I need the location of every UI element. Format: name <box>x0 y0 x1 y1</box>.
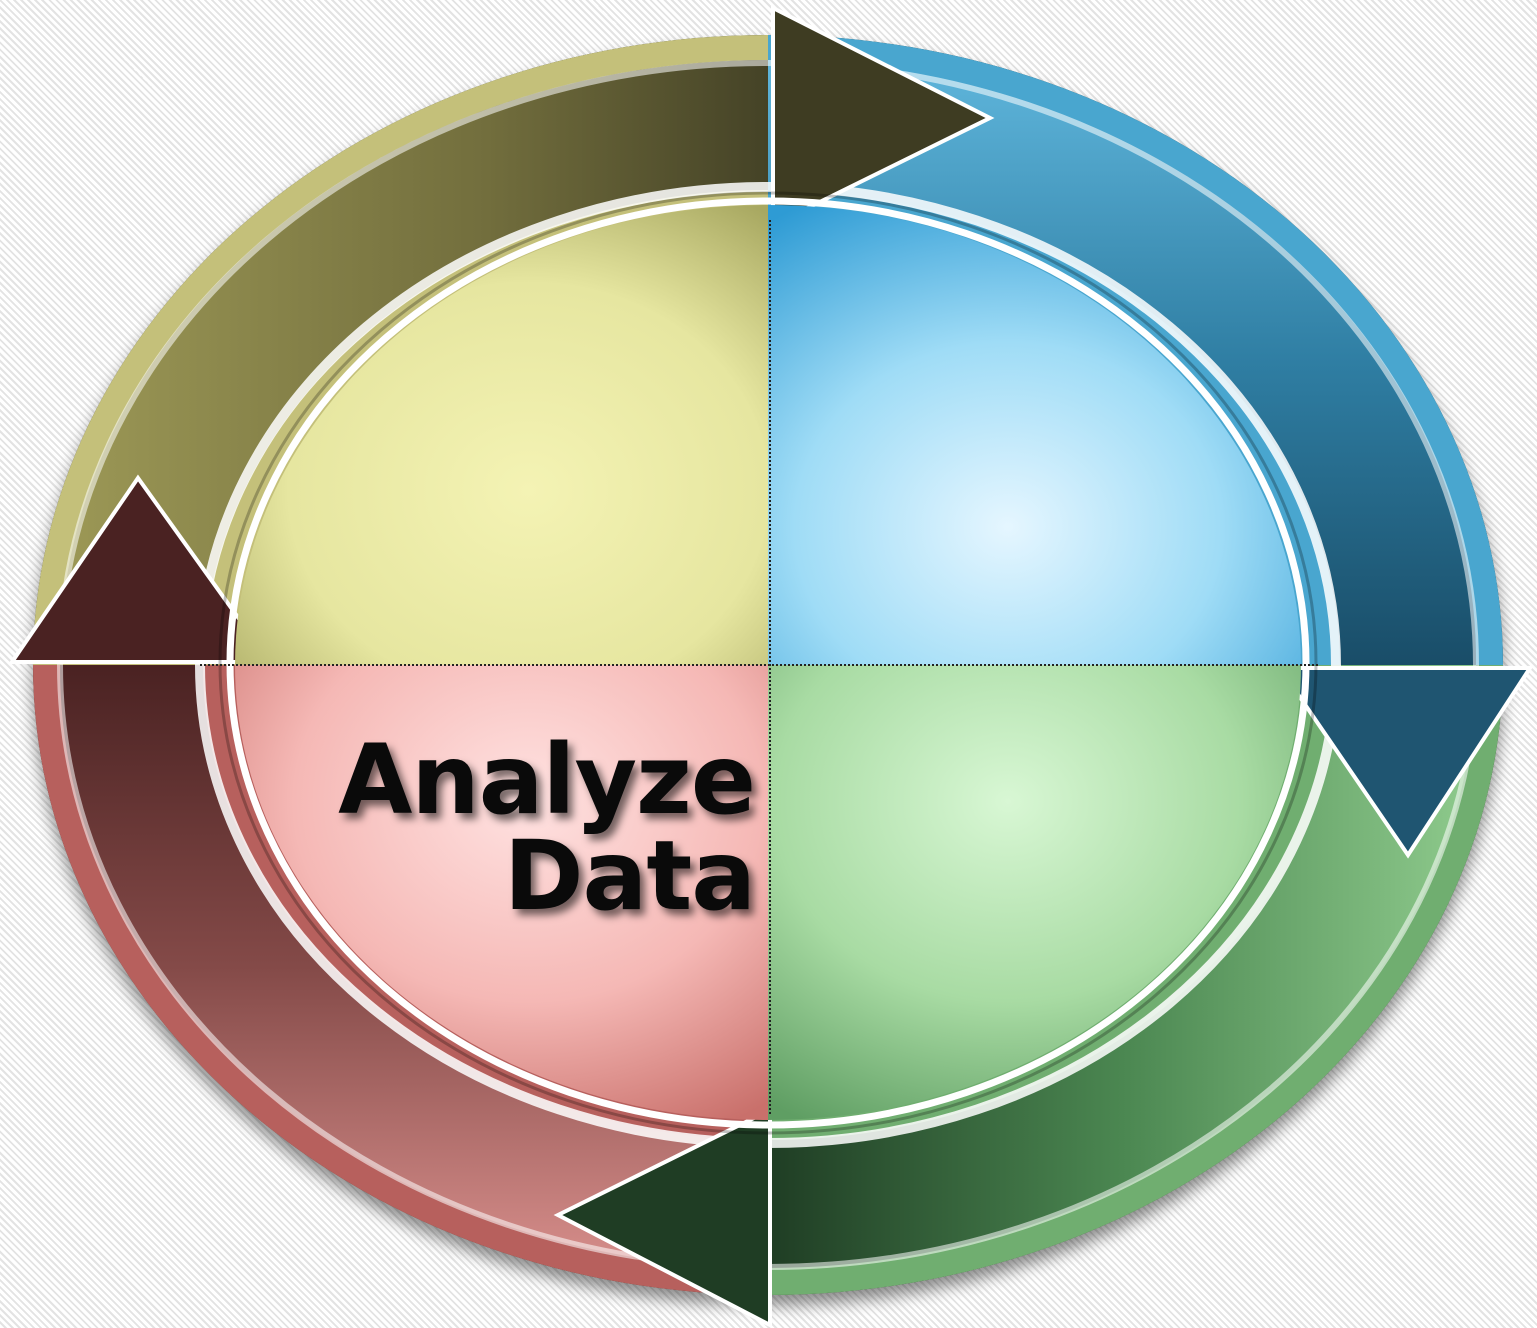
quadrant-bottom-left <box>235 665 768 1120</box>
arrow-head-top <box>771 4 995 229</box>
label-line-1: Analyze <box>338 724 756 836</box>
label-line-2: Data <box>503 820 756 932</box>
quadrant-bottom-right <box>768 665 1301 1120</box>
quadrant-bottom-left-label: Analyze Data <box>250 724 756 932</box>
quadrant-top-right <box>768 205 1301 665</box>
arrow-head-bottom <box>553 1106 772 1328</box>
arrow-head-left <box>8 474 274 664</box>
arrow-head-right <box>1276 666 1534 859</box>
quadrant-top-left <box>235 205 768 665</box>
